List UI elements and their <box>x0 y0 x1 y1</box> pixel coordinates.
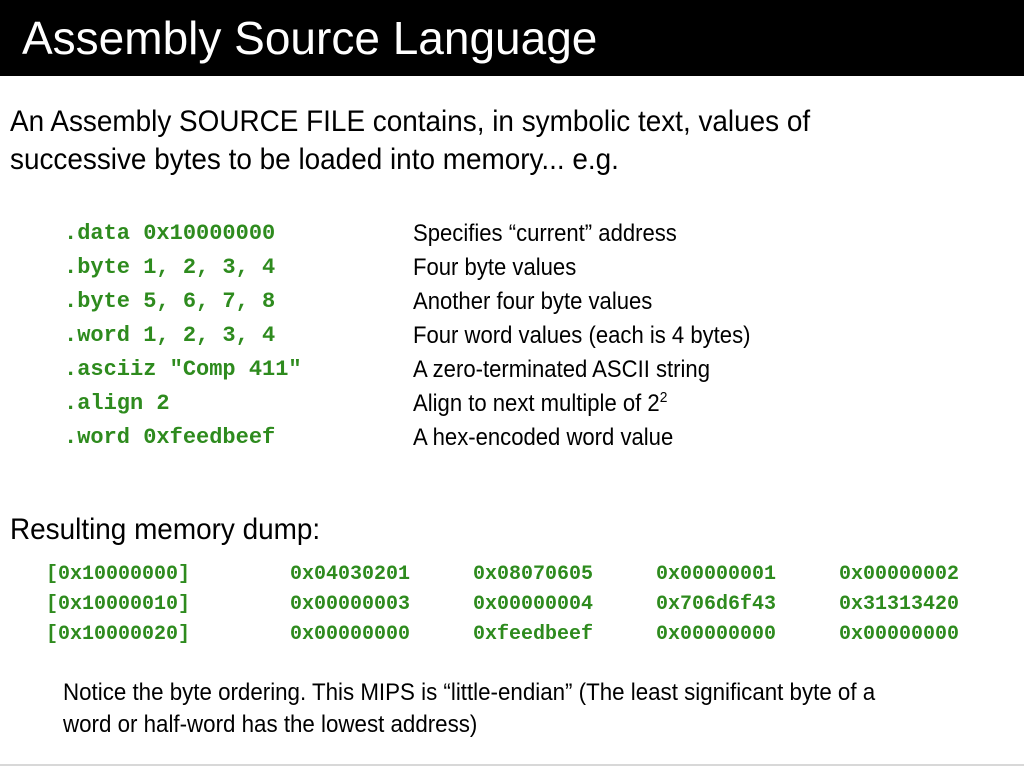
code-line-byte-2: .byte 5, 6, 7, 8 <box>64 289 276 314</box>
description-line: Another four byte values <box>413 285 750 319</box>
dump-word: 0x00000004 <box>473 593 594 616</box>
intro-paragraph: An Assembly SOURCE FILE contains, in sym… <box>10 105 811 176</box>
dump-word: 0x00000002 <box>839 563 960 586</box>
code-line-align: .align 2 <box>64 391 170 416</box>
memory-dump-row: [0x10000020] 0x00000000 0xfeedbeef 0x000… <box>46 620 1022 650</box>
code-line-word-hex: .word 0xfeedbeef <box>64 425 276 450</box>
endianness-notice: Notice the byte ordering. This MIPS is “… <box>63 679 876 738</box>
code-line-asciiz: .asciiz "Comp 411" <box>64 357 302 382</box>
code-line-byte-1: .byte 1, 2, 3, 4 <box>64 255 276 280</box>
code-line-word: .word 1, 2, 3, 4 <box>64 323 276 348</box>
dump-word: 0x04030201 <box>290 563 411 586</box>
description-text: A zero-terminated ASCII string <box>413 356 710 383</box>
dump-word: 0x00000000 <box>839 623 960 646</box>
dump-address: [0x10000010] <box>46 593 191 616</box>
dump-word: 0x706d6f43 <box>656 593 777 616</box>
description-text: Align to next multiple of 2 <box>413 390 660 417</box>
memory-dump-heading: Resulting memory dump: <box>10 513 321 546</box>
description-text: Four byte values <box>413 254 577 281</box>
dump-word: 0x00000000 <box>656 623 777 646</box>
memory-dump-row: [0x10000000] 0x04030201 0x08070605 0x000… <box>46 560 1022 590</box>
code-descriptions: Specifies “current” address Four byte va… <box>413 217 780 455</box>
code-line-data: .data 0x10000000 <box>64 221 276 246</box>
memory-dump-row: [0x10000010] 0x00000003 0x00000004 0x706… <box>46 590 1022 620</box>
dump-word: 0x00000001 <box>656 563 777 586</box>
dump-word: 0x00000003 <box>290 593 411 616</box>
description-text: Another four byte values <box>413 288 653 315</box>
bottom-divider <box>0 764 1024 766</box>
description-line: Four byte values <box>413 251 750 285</box>
description-line: Four word values (each is 4 bytes) <box>413 319 750 353</box>
assembly-code-block: .data 0x10000000 .byte 1, 2, 3, 4 .byte … <box>64 217 302 455</box>
description-text: A hex-encoded word value <box>413 424 674 451</box>
title-bar: Assembly Source Language <box>0 0 1024 76</box>
description-line: A hex-encoded word value <box>413 421 750 455</box>
dump-word: 0x31313420 <box>839 593 960 616</box>
memory-dump-table: [0x10000000] 0x04030201 0x08070605 0x000… <box>46 560 1022 650</box>
description-line: Specifies “current” address <box>413 217 750 251</box>
dump-word: 0x08070605 <box>473 563 594 586</box>
description-text: Specifies “current” address <box>413 220 677 247</box>
dump-word: 0xfeedbeef <box>473 623 594 646</box>
dump-address: [0x10000000] <box>46 563 191 586</box>
dump-address: [0x10000020] <box>46 623 191 646</box>
exponent-superscript: 2 <box>659 389 668 406</box>
description-text: Four word values (each is 4 bytes) <box>413 322 751 349</box>
dump-word: 0x00000000 <box>290 623 411 646</box>
slide-title: Assembly Source Language <box>22 12 598 64</box>
description-line: A zero-terminated ASCII string <box>413 353 750 387</box>
description-line: Align to next multiple of 22 <box>413 387 750 421</box>
